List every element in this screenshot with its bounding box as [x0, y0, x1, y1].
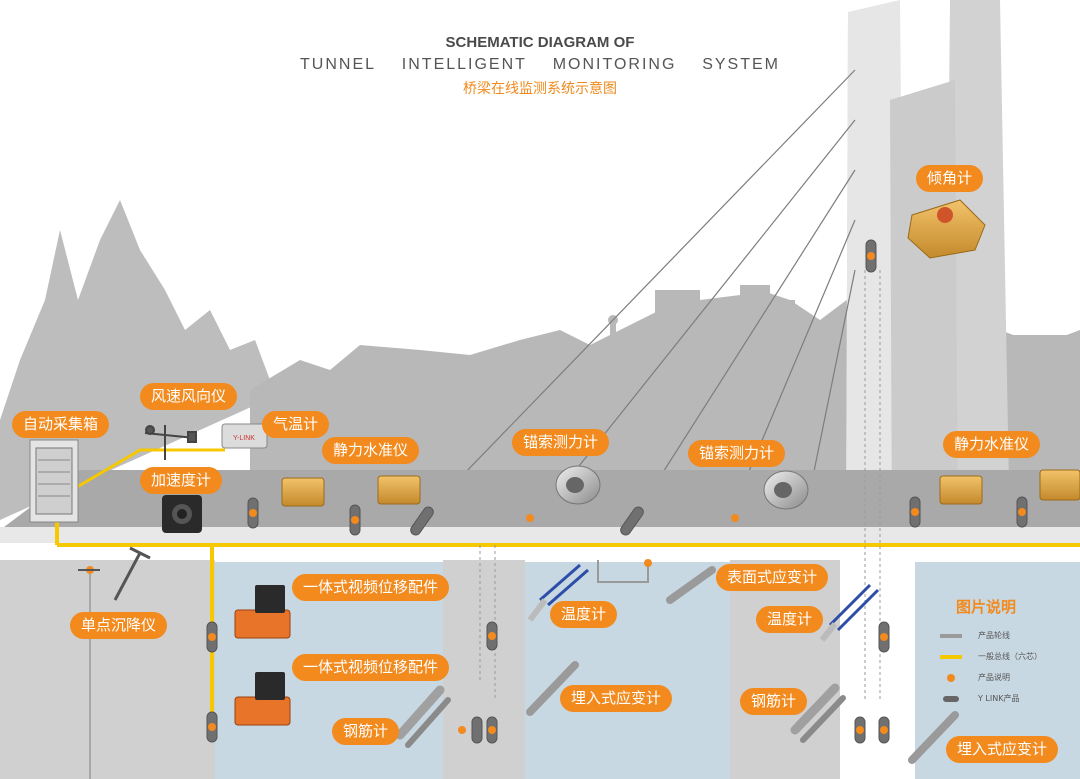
rebar-meter-icon — [395, 683, 846, 748]
video-camera-icon — [234, 585, 291, 726]
title-word: INTELLIGENT — [401, 56, 527, 73]
tilt-meter-icon — [907, 199, 986, 259]
title-word: SYSTEM — [702, 56, 780, 73]
label-temp-1: 温度计 — [550, 601, 618, 628]
title-line-1: SCHEMATIC DIAGRAM OF — [445, 34, 635, 51]
title-chinese: 桥梁在线监测系统示意图 — [463, 81, 617, 97]
title-word: MONITORING — [552, 56, 677, 73]
label-anchor-2: 锚索测力计 — [688, 440, 786, 467]
bridge-pylon — [846, 0, 1010, 540]
label-level-left: 静力水准仪 — [322, 437, 420, 464]
thermometer-box-icon: Y-LINK — [221, 423, 268, 449]
label-temp-air: 气温计 — [262, 411, 330, 438]
label-auto-collector: 自动采集箱 — [12, 411, 110, 438]
gray-line-swatch — [940, 633, 962, 638]
anemometer-icon — [144, 425, 197, 460]
legend-text: Y LINK产品 — [978, 694, 1020, 703]
yellow-line-swatch — [940, 654, 962, 659]
level-sensor-icon — [281, 469, 1080, 507]
accelerometer-icon — [162, 495, 202, 533]
legend-text: 产品轮线 — [978, 631, 1010, 640]
bridge-deck — [0, 448, 1080, 547]
label-video-2: 一体式视频位移配件 — [292, 654, 450, 681]
legend-item-dot: 产品说明 — [940, 667, 1070, 688]
legend-item-pill: Y LINK产品 — [940, 688, 1070, 709]
ylink-pill-swatch — [943, 695, 959, 702]
label-video-1: 一体式视频位移配件 — [292, 574, 450, 601]
settlement-gauge-icon — [78, 546, 151, 601]
label-accel: 加速度计 — [140, 467, 223, 494]
strain-gauge-icon — [526, 566, 959, 764]
label-rebar-1: 钢筋计 — [332, 718, 400, 745]
label-embed-strain-2: 埋入式应变计 — [946, 736, 1059, 763]
legend-text: 产品说明 — [978, 673, 1010, 682]
legend-item-yellow: 一般总线（六芯） — [940, 646, 1070, 667]
svg-text:Y-LINK: Y-LINK — [233, 435, 255, 442]
temperature-probe-icon — [527, 563, 880, 642]
label-rebar-2: 钢筋计 — [740, 688, 808, 715]
title-word: TUNNEL — [300, 56, 377, 73]
anchor-load-cell-icon — [555, 465, 809, 510]
title-line-2: TUNNEL INTELLIGENT MONITORING SYSTEM — [300, 56, 780, 74]
collector-box-icon — [29, 439, 79, 523]
legend: 图片说明 产品轮线 一般总线（六芯） 产品说明 Y LINK产品 — [940, 596, 1070, 709]
label-embed-strain-1: 埋入式应变计 — [560, 685, 673, 712]
legend-text: 一般总线（六芯） — [978, 652, 1042, 661]
label-tilt: 倾角计 — [916, 165, 984, 192]
label-settle: 单点沉降仪 — [70, 612, 168, 639]
label-anchor-1: 锚索测力计 — [512, 429, 610, 456]
legend-item-gray: 产品轮线 — [940, 625, 1070, 646]
label-surface-strain: 表面式应变计 — [716, 564, 829, 591]
orange-dot-swatch — [947, 673, 955, 682]
label-temp-2: 温度计 — [756, 606, 824, 633]
label-wind: 风速风向仪 — [140, 383, 238, 410]
legend-title: 图片说明 — [956, 598, 1017, 616]
product-dots — [86, 252, 1026, 734]
label-level-right: 静力水准仪 — [943, 431, 1041, 458]
